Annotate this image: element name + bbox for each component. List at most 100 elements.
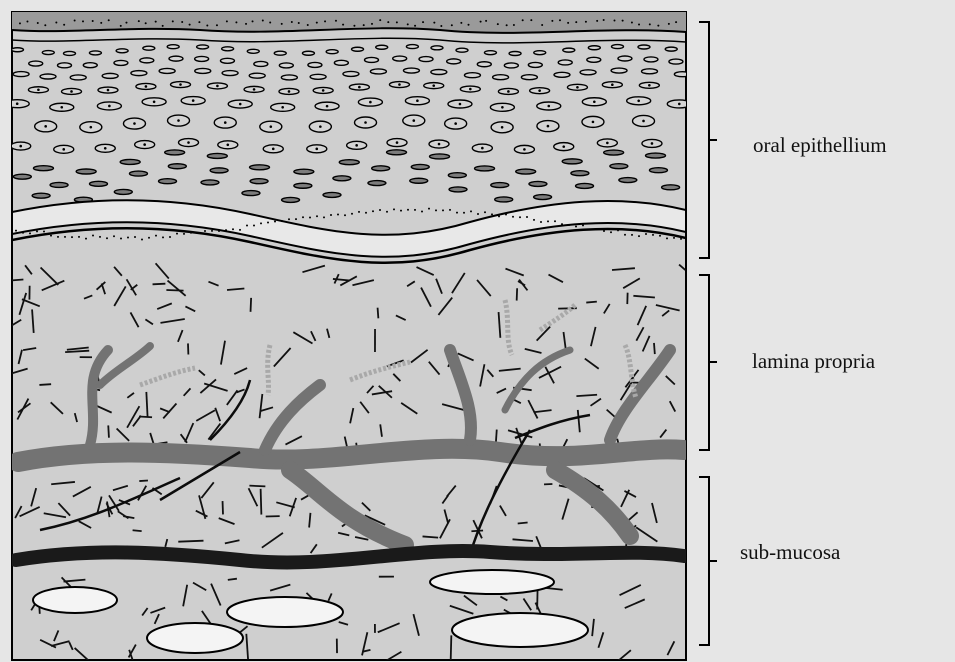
surface-dot [551, 20, 553, 22]
basal-dot [57, 236, 59, 238]
surface-dot [19, 22, 21, 24]
epithelial-cell [274, 51, 286, 55]
surface-dot [596, 20, 598, 22]
epithelial-cell [249, 73, 265, 78]
epithelial-cell [129, 171, 147, 176]
basal-dot [463, 212, 465, 214]
epithelial-cell [339, 160, 359, 165]
bracket-icon [699, 22, 717, 645]
surface-dot [638, 24, 640, 26]
epithelial-cell [50, 103, 74, 111]
surface-dot [55, 21, 57, 23]
basal-dot [316, 215, 318, 217]
epithelial-cell [419, 57, 433, 62]
basal-dot [29, 232, 31, 234]
epithelial-cell [571, 171, 589, 176]
epithelial-cell [89, 51, 101, 55]
surface-dot [138, 20, 140, 22]
basal-dot [428, 208, 430, 210]
surface-dot [26, 20, 28, 22]
epithelial-cell [228, 100, 252, 108]
epithelial-cell [537, 121, 559, 132]
surface-dot [480, 21, 482, 23]
epithelial-cell [308, 62, 322, 67]
basal-dot [246, 224, 248, 226]
epithelial-cell [504, 63, 518, 68]
epithelial-cell [633, 115, 655, 126]
basal-dot [421, 211, 423, 213]
epithelial-cell [493, 75, 509, 80]
epithelial-cell [563, 48, 575, 52]
epithelial-cell [323, 192, 341, 197]
basal-dot [666, 237, 668, 239]
basal-dot [183, 233, 185, 235]
surface-dot [603, 19, 605, 21]
epithelial-cell [445, 118, 467, 129]
surface-dot [353, 25, 355, 27]
epithelial-cell [140, 58, 154, 63]
epithelial-cell [254, 61, 268, 66]
epithelial-cell [611, 68, 627, 73]
collagen-fiber [378, 308, 379, 319]
epithelial-cell [430, 154, 450, 159]
epithelial-cell [642, 69, 658, 74]
epithelial-cell [33, 166, 53, 171]
epithelial-cell [530, 88, 550, 94]
surface-dot [575, 21, 577, 23]
surface-dot [125, 22, 127, 24]
epithelial-cell [218, 141, 238, 149]
epithelial-cell [315, 102, 339, 110]
epithelial-cell [76, 169, 96, 174]
epithelial-cell [250, 179, 268, 184]
basal-dot [400, 210, 402, 212]
basal-dot [337, 213, 339, 215]
epithelial-cell [365, 57, 379, 62]
surface-dot [120, 25, 122, 27]
epithelial-cell [70, 75, 86, 80]
epithelial-cell [294, 183, 312, 188]
epithelial-cell [646, 153, 666, 158]
epithelial-cell [54, 145, 74, 153]
epithelial-cell [313, 87, 333, 93]
basal-dot [106, 237, 108, 239]
surface-dot [172, 20, 174, 22]
epithelial-cell [352, 47, 364, 51]
surface-dot [298, 22, 300, 24]
main-vessel [18, 449, 684, 462]
epithelial-cell [554, 72, 570, 77]
epithelial-cell [80, 122, 102, 133]
surface-dot [396, 21, 398, 23]
collagen-fiber [178, 541, 203, 542]
surface-dot [585, 21, 587, 23]
epithelial-cell [62, 88, 82, 94]
epithelial-cell [181, 97, 205, 105]
basal-dot [15, 230, 17, 232]
basal-dot [120, 238, 122, 240]
epithelial-cell [509, 51, 521, 55]
epithelial-cell [514, 145, 534, 153]
epithelial-cell [358, 98, 382, 106]
epithelial-cell [343, 71, 359, 76]
basal-dot [323, 216, 325, 218]
epithelial-cell [310, 74, 326, 79]
surface-dot [226, 20, 228, 22]
surface-dot [162, 25, 164, 27]
epithelial-cell [667, 100, 691, 108]
epithelial-cell [484, 51, 496, 55]
surface-dot [181, 21, 183, 23]
collagen-fiber [39, 384, 51, 385]
collagen-fiber [153, 284, 166, 285]
epithelial-cell [159, 179, 177, 184]
epithelial-cell [123, 118, 145, 129]
epithelial-cell [576, 183, 594, 188]
epithelial-cell [5, 100, 29, 108]
collagen-fiber [139, 481, 148, 482]
epithelial-cell [42, 51, 54, 55]
epithelial-cell [97, 102, 121, 110]
basal-dot [603, 230, 605, 232]
surface-dot [414, 25, 416, 27]
surface-dot [335, 20, 337, 22]
surface-dot [460, 22, 462, 24]
epithelial-cell [495, 197, 513, 202]
basal-dot [624, 234, 626, 236]
